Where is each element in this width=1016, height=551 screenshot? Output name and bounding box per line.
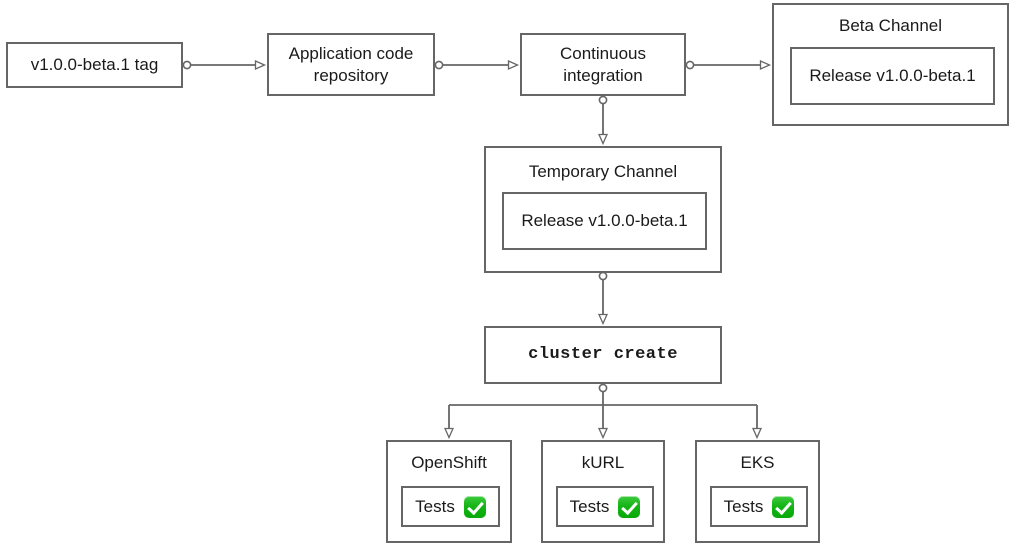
node-cluster-create[interactable]: cluster create <box>484 326 722 384</box>
edge-ci-to-beta-channel <box>685 59 772 71</box>
target-eks-tests-box[interactable]: Tests <box>710 486 808 527</box>
node-target-eks[interactable]: EKS Tests <box>695 440 820 543</box>
beta-channel-release-box[interactable]: Release v1.0.0-beta.1 <box>790 47 995 105</box>
temporary-channel-release-box[interactable]: Release v1.0.0-beta.1 <box>502 192 707 250</box>
beta-channel-title: Beta Channel <box>838 16 943 35</box>
node-temporary-channel[interactable]: Temporary Channel Release v1.0.0-beta.1 <box>484 146 722 273</box>
target-openshift-tests-row: Tests <box>415 495 486 518</box>
green-check-icon <box>463 495 486 518</box>
target-kurl-tests-box[interactable]: Tests <box>556 486 654 527</box>
temporary-channel-title: Temporary Channel <box>528 162 678 181</box>
target-openshift-tests-box[interactable]: Tests <box>401 486 500 527</box>
edge-temporary-channel-to-cluster-create <box>597 271 609 326</box>
target-kurl-tests-row: Tests <box>569 495 641 518</box>
target-openshift-title: OpenShift <box>411 453 487 472</box>
green-check-icon <box>618 495 641 518</box>
node-continuous-integration[interactable]: Continuous integration <box>520 33 686 96</box>
target-eks-tests-label: Tests <box>723 496 764 516</box>
target-kurl-tests-label: Tests <box>569 496 610 516</box>
node-application-code-repository[interactable]: Application code repository <box>267 33 435 96</box>
edge-cluster-create-to-targets <box>443 383 763 440</box>
node-continuous-integration-label: Continuous integration <box>559 44 646 85</box>
target-openshift-tests-label: Tests <box>415 496 455 516</box>
target-kurl-title: kURL <box>581 453 625 472</box>
node-target-openshift[interactable]: OpenShift Tests <box>386 440 512 543</box>
edge-repo-to-ci <box>434 59 520 71</box>
target-eks-title: EKS <box>740 453 775 472</box>
beta-channel-release-label: Release v1.0.0-beta.1 <box>809 66 976 86</box>
node-tag[interactable]: v1.0.0-beta.1 tag <box>6 42 183 88</box>
node-application-code-repository-label: Application code repository <box>288 44 414 85</box>
edge-ci-to-temporary-channel <box>597 95 609 146</box>
node-beta-channel[interactable]: Beta Channel Release v1.0.0-beta.1 <box>772 3 1009 126</box>
target-eks-tests-row: Tests <box>723 495 795 518</box>
node-tag-label: v1.0.0-beta.1 tag <box>30 55 159 75</box>
green-check-icon <box>772 495 795 518</box>
edge-tag-to-repo <box>182 59 267 71</box>
temporary-channel-release-label: Release v1.0.0-beta.1 <box>521 211 688 231</box>
node-target-kurl[interactable]: kURL Tests <box>541 440 665 543</box>
node-cluster-create-label: cluster create <box>528 345 678 365</box>
